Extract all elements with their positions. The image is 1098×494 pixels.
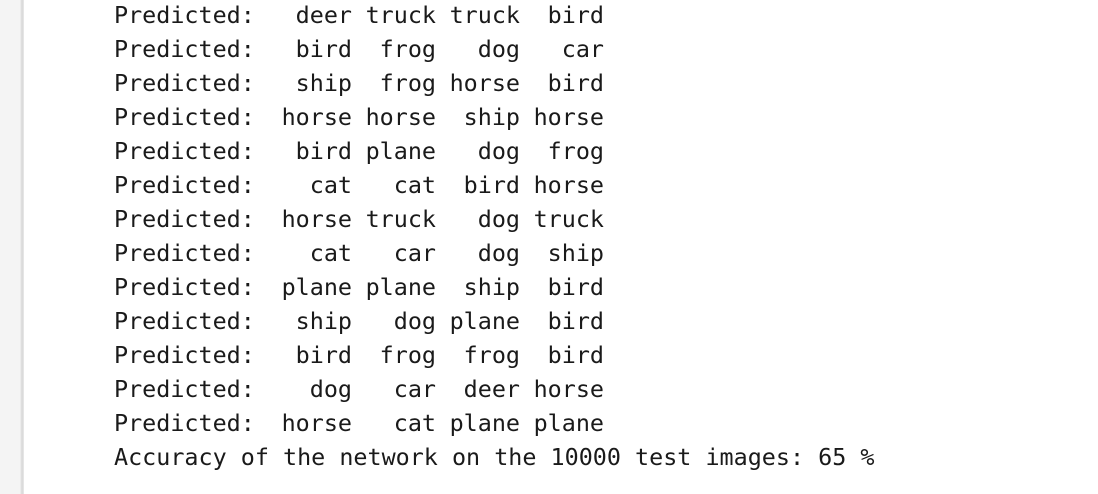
prediction-label: Predicted: — [114, 375, 255, 403]
predicted-class: frog — [379, 341, 436, 369]
predicted-class: dog — [477, 137, 520, 165]
predicted-class: horse — [281, 205, 352, 233]
prediction-line: Predicted: horse cat plane plane — [114, 406, 874, 440]
predicted-class: plane — [449, 409, 520, 437]
predicted-class: truck — [533, 205, 604, 233]
predicted-class: bird — [547, 273, 604, 301]
predicted-class: dog — [309, 375, 352, 403]
predicted-class: dog — [477, 205, 520, 233]
predicted-class: horse — [365, 103, 436, 131]
prediction-label: Predicted: — [114, 205, 255, 233]
predicted-class: horse — [533, 103, 604, 131]
predicted-class: deer — [295, 1, 352, 29]
prediction-label: Predicted: — [114, 35, 255, 63]
predicted-class: horse — [533, 375, 604, 403]
predicted-class: bird — [547, 307, 604, 335]
predicted-class: horse — [281, 103, 352, 131]
accuracy-line: Accuracy of the network on the 10000 tes… — [114, 443, 875, 471]
predicted-class: plane — [365, 137, 436, 165]
prediction-line: Predicted: plane plane ship bird — [114, 270, 874, 304]
predicted-class: ship — [547, 239, 604, 267]
predicted-class: car — [561, 35, 604, 63]
predicted-class: plane — [533, 409, 604, 437]
predicted-class: bird — [295, 341, 352, 369]
predicted-class: bird — [547, 1, 604, 29]
predicted-class: frog — [547, 137, 604, 165]
cell-left-border — [0, 0, 24, 494]
predicted-class: ship — [295, 307, 352, 335]
prediction-line: Predicted: bird frog frog bird — [114, 338, 874, 372]
predicted-class: car — [393, 239, 436, 267]
predicted-class: horse — [533, 171, 604, 199]
predicted-class: dog — [477, 239, 520, 267]
prediction-label: Predicted: — [114, 273, 255, 301]
predicted-class: plane — [365, 273, 436, 301]
predicted-class: cat — [309, 171, 352, 199]
prediction-line: Predicted: horse truck dog truck — [114, 202, 874, 236]
prediction-line: Predicted: bird frog dog car — [114, 32, 874, 66]
prediction-label: Predicted: — [114, 103, 255, 131]
prediction-label: Predicted: — [114, 239, 255, 267]
predicted-class: bird — [547, 341, 604, 369]
prediction-line: Predicted: ship dog plane bird — [114, 304, 874, 338]
predicted-class: car — [393, 375, 436, 403]
predicted-class: cat — [393, 409, 436, 437]
predicted-class: frog — [379, 69, 436, 97]
prediction-label: Predicted: — [114, 307, 255, 335]
predicted-class: bird — [463, 171, 520, 199]
predicted-class: cat — [393, 171, 436, 199]
prediction-label: Predicted: — [114, 341, 255, 369]
prediction-label: Predicted: — [114, 69, 255, 97]
prediction-label: Predicted: — [114, 171, 255, 199]
predicted-class: frog — [379, 35, 436, 63]
predicted-class: truck — [365, 1, 436, 29]
prediction-line: Predicted: horse horse ship horse — [114, 100, 874, 134]
predicted-class: dog — [393, 307, 436, 335]
prediction-line: Predicted: deer truck truck bird — [114, 0, 874, 32]
predicted-class: plane — [449, 307, 520, 335]
prediction-label: Predicted: — [114, 1, 255, 29]
predicted-class: cat — [309, 239, 352, 267]
predicted-class: bird — [547, 69, 604, 97]
predicted-class: ship — [295, 69, 352, 97]
predicted-class: bird — [295, 137, 352, 165]
prediction-line: Predicted: ship frog horse bird — [114, 66, 874, 100]
predicted-class: ship — [463, 273, 520, 301]
predicted-class: truck — [449, 1, 520, 29]
predicted-class: frog — [463, 341, 520, 369]
prediction-label: Predicted: — [114, 137, 255, 165]
predicted-class: ship — [463, 103, 520, 131]
predicted-class: horse — [449, 69, 520, 97]
predicted-class: plane — [281, 273, 352, 301]
predicted-class: deer — [463, 375, 520, 403]
predicted-class: horse — [281, 409, 352, 437]
predicted-class: bird — [295, 35, 352, 63]
prediction-label: Predicted: — [114, 409, 255, 437]
predicted-class: truck — [365, 205, 436, 233]
predicted-class: dog — [477, 35, 520, 63]
